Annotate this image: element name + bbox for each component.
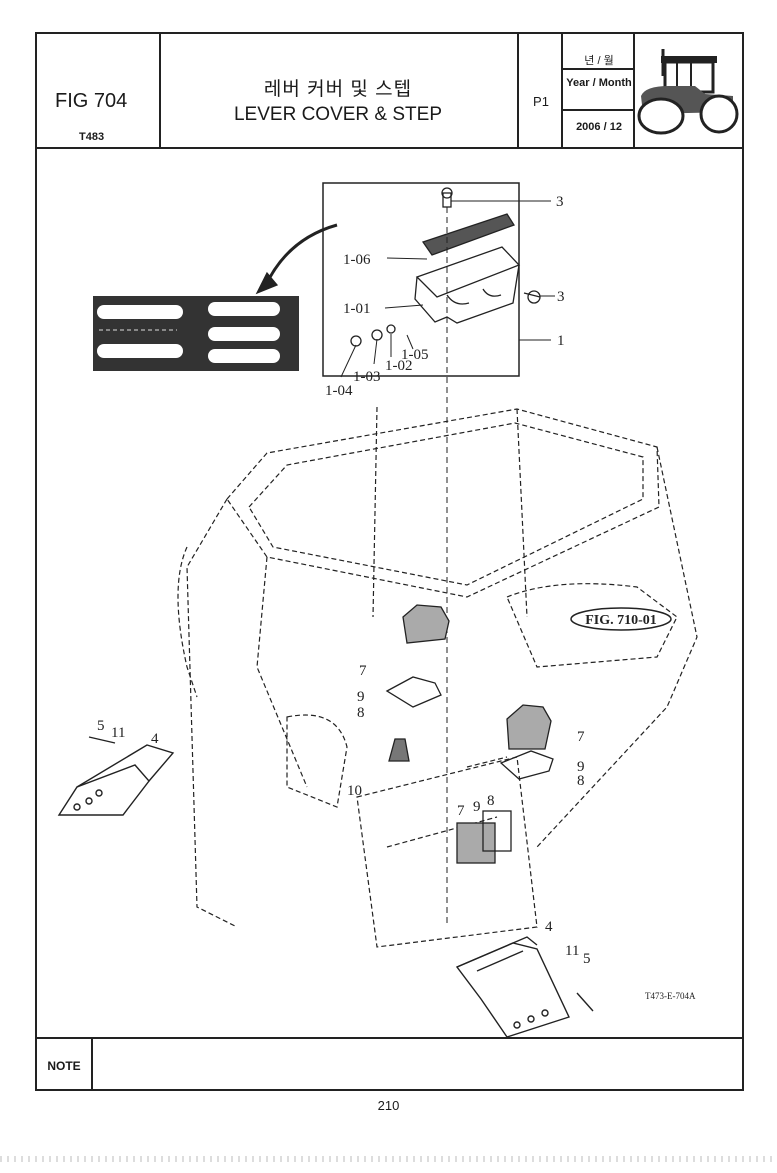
exploded-parts-drawing: FIG. 710-01 3 1-06 3 1-01 1 1-05 1-02 1-… <box>37 147 742 1038</box>
lever-boots <box>385 604 554 864</box>
callout-4: 4 <box>151 731 159 747</box>
divider <box>563 109 635 111</box>
callout-5: 5 <box>97 718 105 734</box>
fig-number: FIG 704 <box>55 90 128 112</box>
callout-1-05: 1-05 <box>401 347 429 363</box>
title-english: LEVER COVER & STEP <box>233 104 442 125</box>
fig-ref-label: FIG. 710-01 <box>585 613 657 628</box>
step-plate-detail <box>93 296 299 371</box>
callout-11: 11 <box>565 943 579 959</box>
callout-1-03: 1-03 <box>353 369 381 385</box>
callout-8: 8 <box>487 793 495 809</box>
callout-1: 1 <box>557 333 565 349</box>
fig-cell: FIG 704 T483 <box>37 34 161 147</box>
callout-9: 9 <box>577 759 585 775</box>
date-cell: 년 / 월 Year / Month 2006 / 12 <box>563 34 635 147</box>
tractor-icon <box>637 49 739 135</box>
callout-5: 5 <box>583 951 591 967</box>
callout-3: 3 <box>556 194 564 210</box>
callout-9: 9 <box>473 799 481 815</box>
title-korean: 레버 커버 및 스텝 <box>263 79 413 100</box>
title-block: FIG 704 T483 레버 커버 및 스텝 LEVER COVER & ST… <box>37 34 742 149</box>
drawing-code: T473-E-704A <box>645 991 696 1001</box>
callout-8: 8 <box>357 705 365 721</box>
callout-10: 10 <box>347 783 362 799</box>
callout-4: 4 <box>545 919 553 935</box>
callout-11: 11 <box>111 725 125 741</box>
callout-7: 7 <box>457 803 465 819</box>
page-label: P1 <box>533 94 549 109</box>
callout-1-02: 1-02 <box>385 358 413 374</box>
year-month-english: Year / Month <box>566 77 632 89</box>
callout-3: 3 <box>557 289 565 305</box>
model-code: T483 <box>79 131 105 143</box>
scan-artifact <box>0 1156 777 1162</box>
callout-7: 7 <box>359 663 367 679</box>
document-frame: FIG 704 T483 레버 커버 및 스텝 LEVER COVER & ST… <box>35 32 744 1091</box>
fig-ref-bubble <box>570 607 672 631</box>
page-number: 210 <box>377 1098 400 1113</box>
title-cell: 레버 커버 및 스텝 LEVER COVER & STEP <box>161 34 519 147</box>
tractor-icon-cell <box>635 34 742 147</box>
parts-diagram: FIG. 710-01 3 1-06 3 1-01 1 1-05 1-02 1-… <box>57 182 698 1038</box>
callout-7: 7 <box>577 729 585 745</box>
cab-frame <box>177 406 698 948</box>
callout-1-04: 1-04 <box>325 383 353 399</box>
pointer-arrow <box>263 223 338 288</box>
note-label-cell: NOTE <box>37 1039 93 1091</box>
arrow-head <box>255 271 279 295</box>
right-step <box>455 936 594 1038</box>
year-month-value: 2006 / 12 <box>576 121 622 133</box>
lever-cover-assembly <box>350 187 541 927</box>
note-label: NOTE <box>47 1059 81 1073</box>
note-row: NOTE <box>37 1037 742 1091</box>
callout-1-06: 1-06 <box>343 252 371 268</box>
callout-8: 8 <box>577 773 585 789</box>
callout-1-01: 1-01 <box>343 301 371 317</box>
inset-box <box>322 182 520 377</box>
page-cell: P1 <box>519 34 563 147</box>
left-step <box>57 736 175 816</box>
divider <box>563 68 635 70</box>
callout-9: 9 <box>357 689 365 705</box>
year-month-korean: 년 / 월 <box>584 55 614 67</box>
